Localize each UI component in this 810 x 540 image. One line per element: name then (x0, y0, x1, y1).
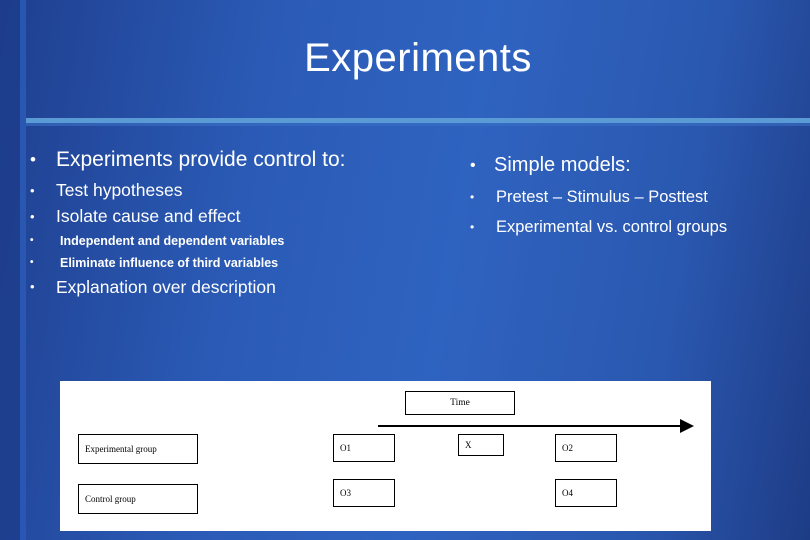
cell-o3: O3 (333, 479, 395, 507)
bullet-icon: • (30, 183, 35, 198)
left-bullet-list: • Experiments provide control to: (30, 146, 470, 174)
right-sub-list: • Pretest – Stimulus – Posttest • Experi… (470, 185, 790, 239)
bullet-icon: • (470, 220, 475, 234)
left-sub-sub-item-1: Eliminate influence of third variables (60, 256, 279, 270)
title-area: Experiments (26, 0, 810, 118)
title-divider (26, 118, 810, 123)
cell-x: X (458, 434, 504, 456)
control-group-box: Control group (78, 484, 198, 514)
cell-o1: O1 (333, 434, 395, 462)
bullet-icon: • (30, 150, 36, 169)
experimental-group-box: Experimental group (78, 434, 198, 464)
list-item: • Independent and dependent variables (30, 230, 470, 252)
bullet-icon: • (30, 257, 34, 268)
time-label-box: Time (405, 391, 515, 415)
left-sub-item-0: Test hypotheses (56, 180, 183, 200)
right-bullet-list: • Simple models: (470, 152, 790, 179)
left-accent-stripe (20, 0, 26, 540)
experiment-design-diagram: Time Experimental group Control group O1… (60, 381, 711, 531)
time-arrow-head-icon (680, 419, 694, 433)
right-item-0: Pretest – Stimulus – Posttest (496, 188, 708, 206)
bullet-icon: • (470, 190, 475, 204)
left-sub-sub-item-0: Independent and dependent variables (60, 234, 285, 248)
page-title: Experiments (304, 36, 532, 80)
left-final-list: • Explanation over description (30, 274, 470, 300)
bullet-icon: • (470, 157, 476, 174)
right-heading: Simple models: (494, 154, 631, 176)
left-heading: Experiments provide control to: (56, 148, 346, 171)
list-item: • Eliminate influence of third variables (30, 252, 470, 274)
left-final-item: Explanation over description (56, 277, 276, 297)
title-divider-secondary (26, 123, 810, 126)
cell-o4: O4 (555, 479, 617, 507)
right-content-column: • Simple models: • Pretest – Stimulus – … (470, 152, 790, 245)
list-item: • Test hypotheses (30, 178, 470, 203)
bullet-icon: • (30, 279, 35, 294)
list-item: • Explanation over description (30, 274, 470, 300)
cell-o2: O2 (555, 434, 617, 462)
right-item-1: Experimental vs. control groups (496, 218, 728, 236)
list-item: • Pretest – Stimulus – Posttest (470, 185, 790, 209)
list-item: • Experimental vs. control groups (470, 215, 790, 239)
left-sub-list: • Test hypotheses • Isolate cause and ef… (30, 178, 470, 229)
list-item: • Simple models: (470, 152, 790, 179)
bullet-icon: • (30, 209, 35, 224)
list-item: • Isolate cause and effect (30, 204, 470, 229)
left-content-column: • Experiments provide control to: • Test… (30, 146, 470, 300)
time-arrow-line (378, 425, 683, 427)
left-sub-sub-list: • Independent and dependent variables • … (30, 230, 470, 274)
list-item: • Experiments provide control to: (30, 146, 470, 174)
left-sub-item-1: Isolate cause and effect (56, 206, 241, 226)
bullet-icon: • (30, 235, 34, 246)
